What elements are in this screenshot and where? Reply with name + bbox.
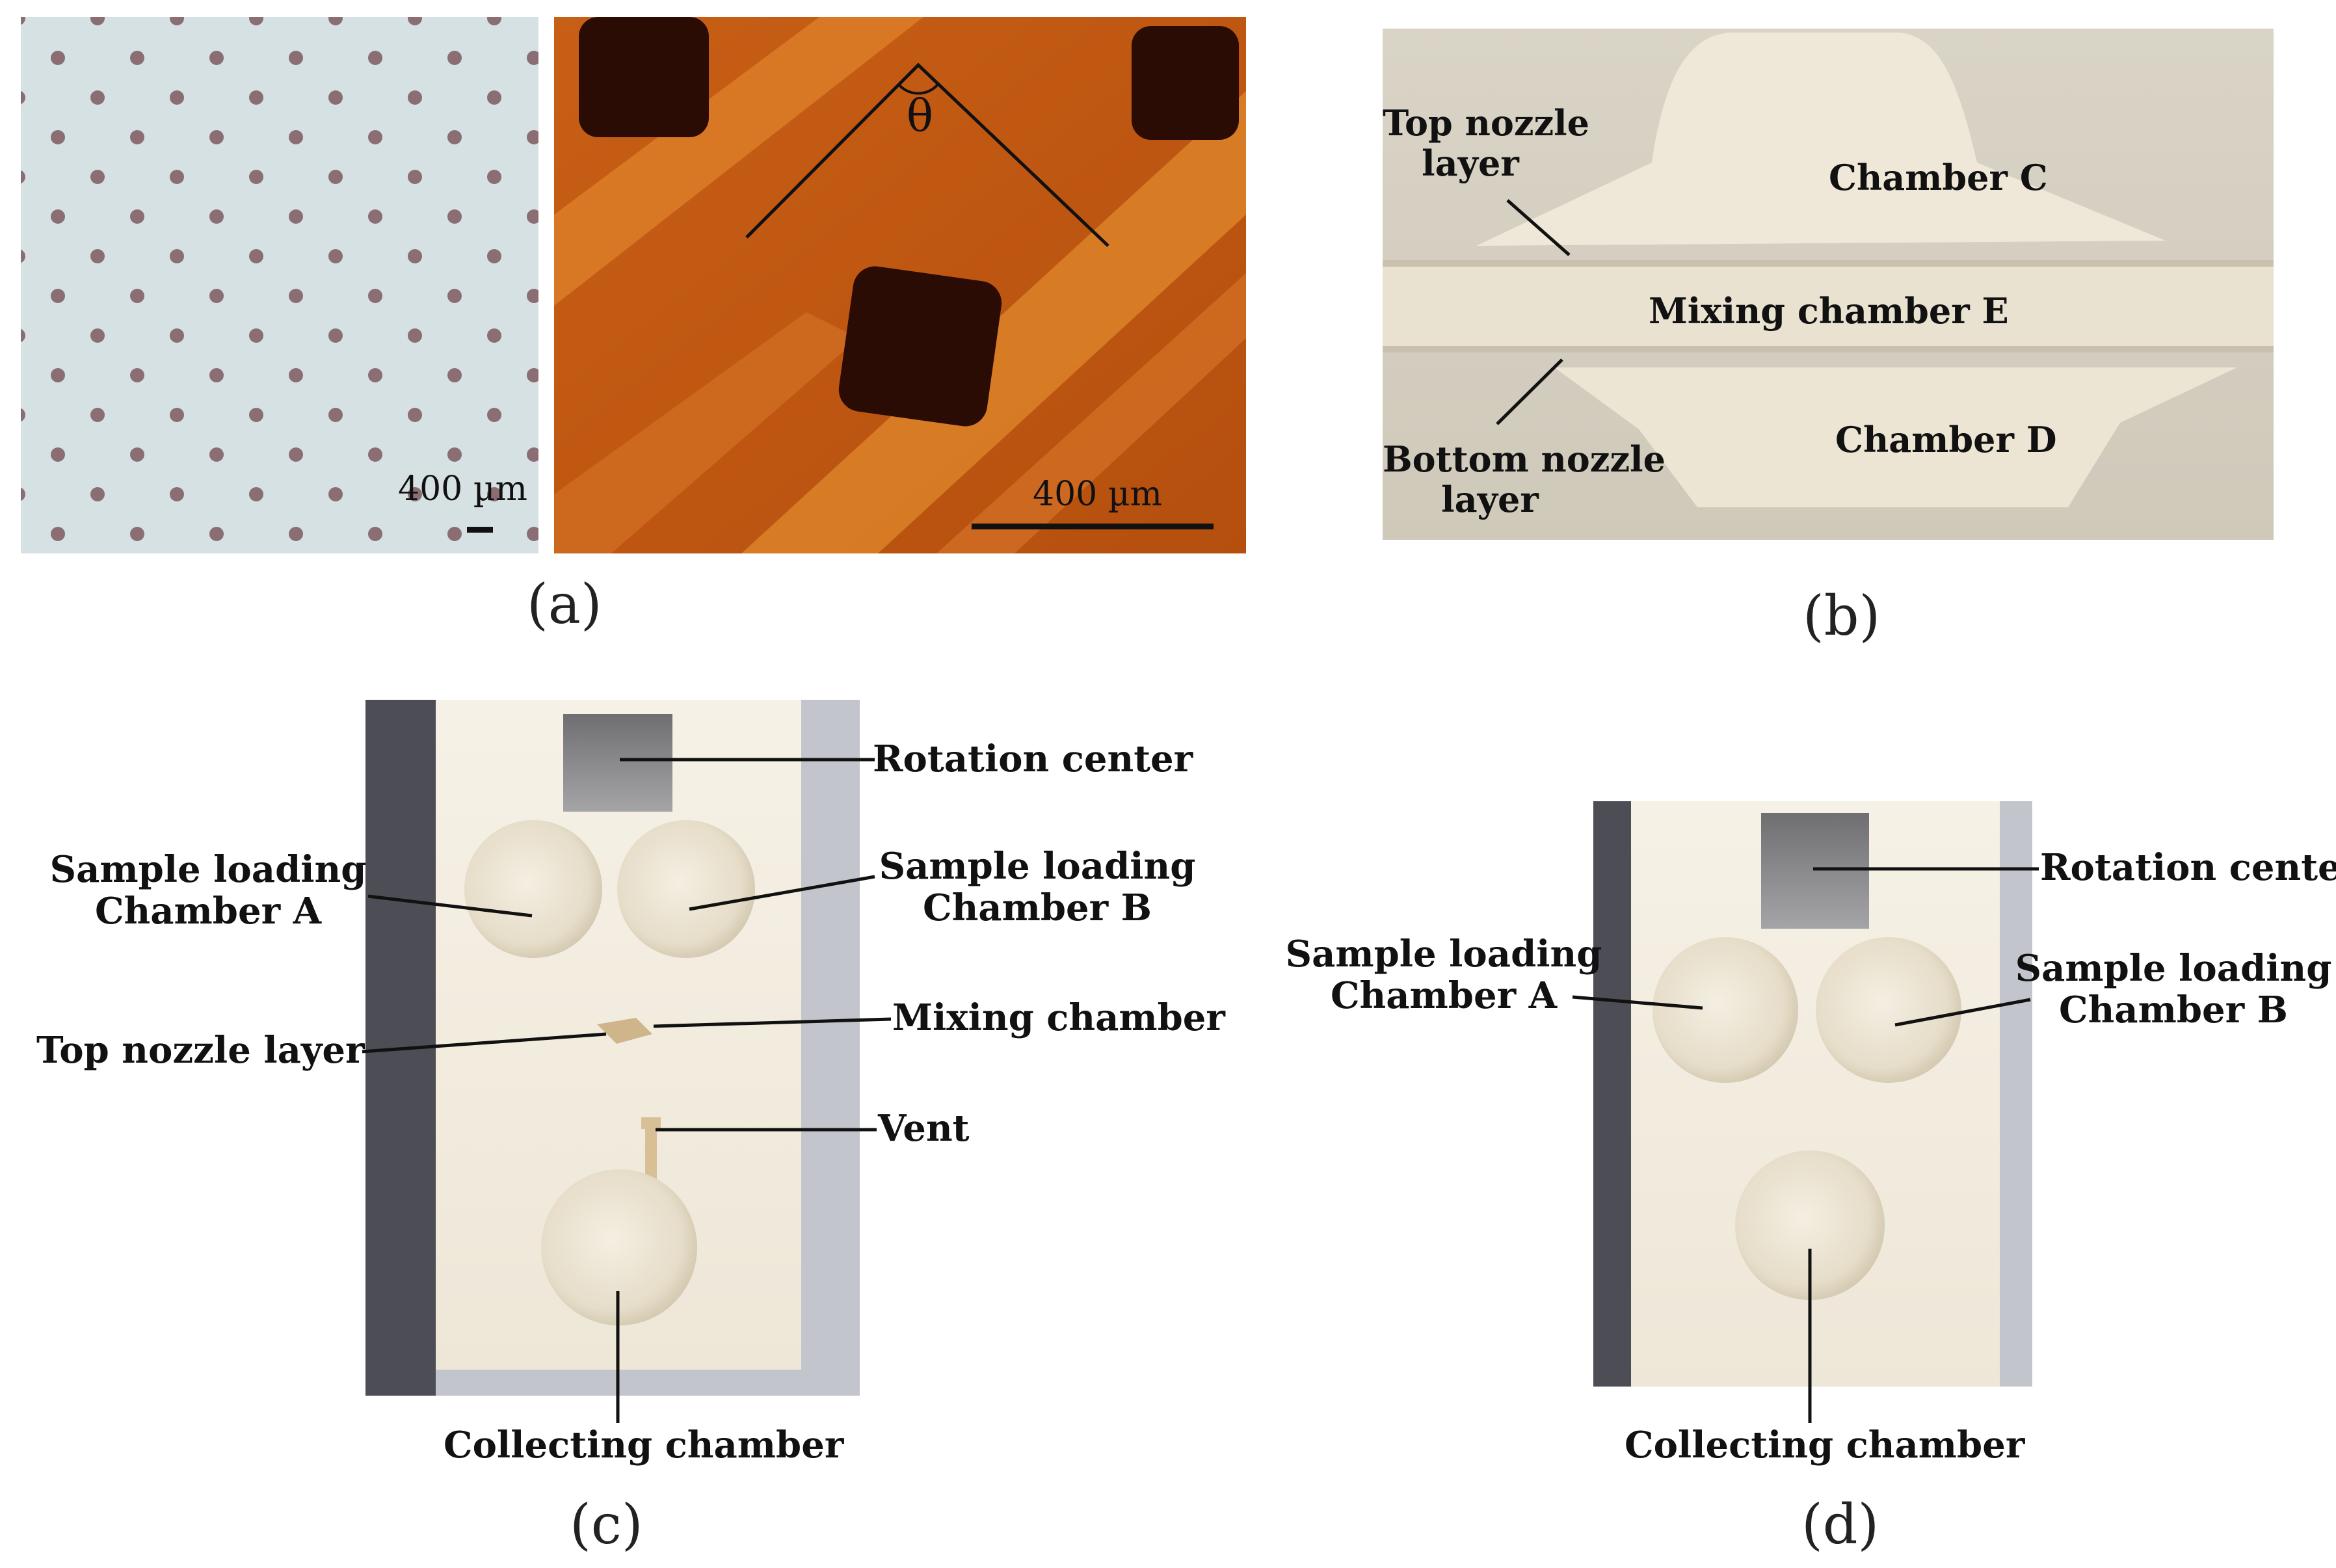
label-bottom-nozzle-layer: Bottom nozzle layer (1383, 438, 1666, 521)
device-photo-d (1572, 801, 2039, 1423)
label-chamber-d: Chamber D (1835, 419, 2057, 460)
label-mixing-chamber-e: Mixing chamber E (1649, 290, 2009, 332)
caption-b: (b) (1803, 584, 1881, 648)
label-collecting-chamber-d: Collecting chamber (1625, 1424, 2025, 1467)
label-sample-loading-b-c: Sample loading Chamber B (879, 845, 1196, 930)
label-rotation-center-d: Rotation center (2040, 846, 2336, 889)
label-sample-loading-a-d: Sample loading Chamber A (1285, 933, 1602, 1018)
cross-section-photo (1383, 29, 2274, 540)
caption-d: (d) (1801, 1493, 1879, 1556)
label-mixing-chamber-c: Mixing chamber (892, 996, 1225, 1039)
caption-c: (c) (570, 1493, 643, 1556)
caption-a: (a) (527, 572, 602, 636)
micrograph-photo (554, 17, 1246, 553)
angle-theta-label: θ (907, 91, 933, 142)
label-sample-loading-b-d: Sample loading Chamber B (2015, 947, 2332, 1032)
scale-label-left: 400 µm (398, 470, 527, 509)
label-top-nozzle-layer-c: Top nozzle layer (36, 1029, 365, 1072)
label-rotation-center-c: Rotation center (873, 737, 1193, 780)
device-photo-c (362, 700, 892, 1423)
label-collecting-chamber-c: Collecting chamber (444, 1424, 844, 1467)
label-chamber-c: Chamber C (1829, 157, 2048, 198)
label-sample-loading-a-c: Sample loading Chamber A (49, 848, 367, 933)
scale-label-right: 400 µm (1033, 475, 1162, 514)
label-top-nozzle-layer: Top nozzle layer (1383, 102, 1590, 185)
label-vent-c: Vent (878, 1107, 970, 1150)
dot-array-photo (21, 17, 538, 553)
